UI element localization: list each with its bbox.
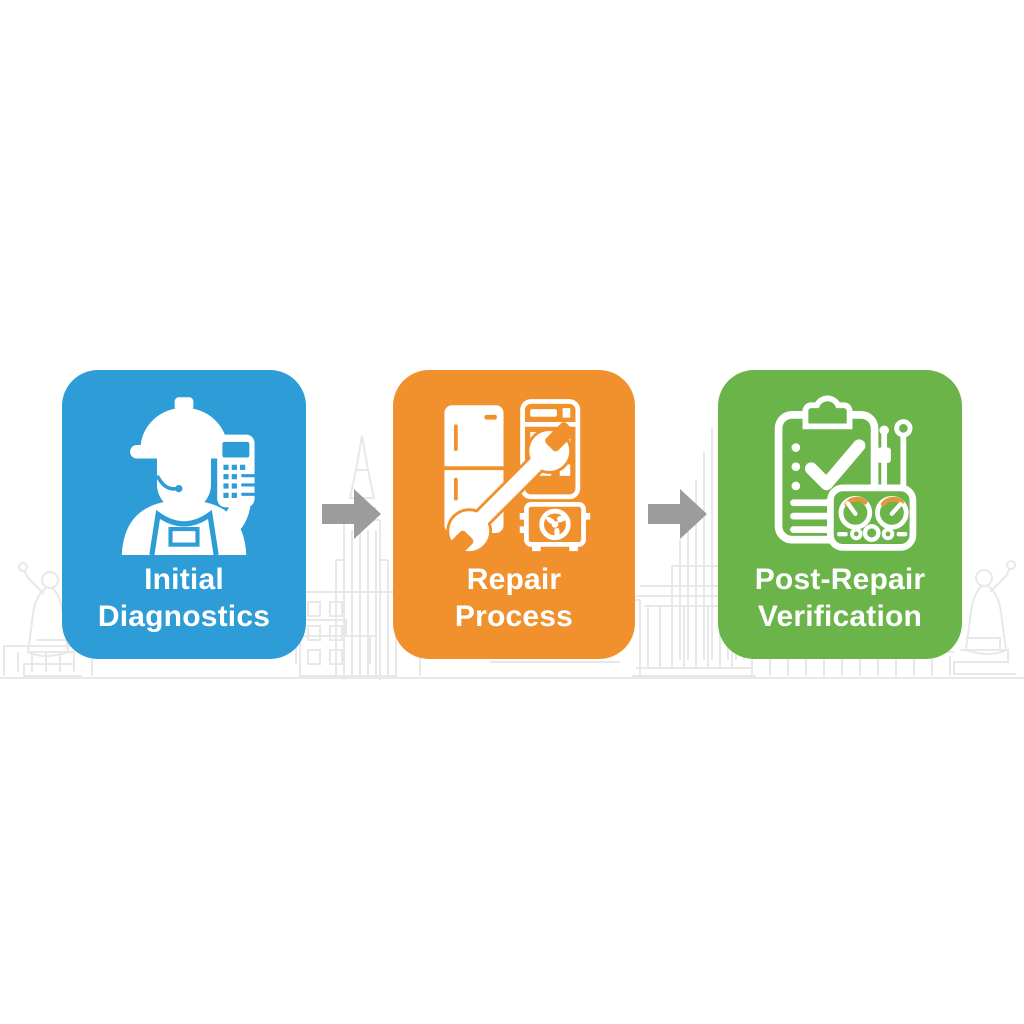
clipboard-checklist-and-multimeter-icon: [762, 370, 918, 561]
step-card-initial-diagnostics: Initial Diagnostics: [62, 370, 306, 659]
step-label: Repair Process: [454, 563, 574, 633]
step-label: Initial Diagnostics: [97, 563, 271, 633]
right-arrow-icon: [648, 489, 707, 539]
step-card-post-repair-verification: Post-Repair Verification: [718, 370, 962, 659]
step-label: Post-Repair Verification: [754, 563, 926, 633]
step-card-repair-process: Repair Process: [393, 370, 635, 659]
right-arrow-icon: [322, 489, 381, 539]
technician-with-diagnostic-device-icon: [109, 370, 259, 561]
appliances-and-wrench-icon: [433, 370, 595, 561]
spired-tower-line-art: [335, 435, 389, 680]
building-left-line-art: [299, 591, 397, 677]
statue-right-line-art: [953, 560, 1016, 675]
